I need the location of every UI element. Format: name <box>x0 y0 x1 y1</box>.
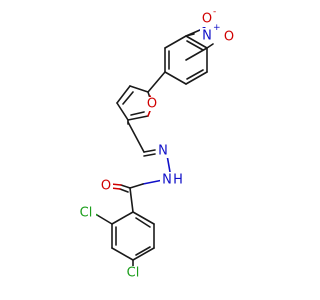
atom-chlorine-para: Cl <box>127 266 140 281</box>
atom-nitro-oxygen-right: O <box>224 30 234 45</box>
bond <box>185 71 208 85</box>
bond <box>122 91 134 105</box>
atom-hydrazone-nitrogen: N <box>158 144 168 159</box>
atom-nitro-oxygen-top-charge: - <box>213 7 216 17</box>
bond <box>127 121 145 153</box>
bond <box>111 211 134 225</box>
bond <box>116 85 131 104</box>
molecule-structure: N + O - O O N N H O Cl Cl <box>76 7 236 281</box>
bond <box>127 115 149 121</box>
bond <box>111 247 134 261</box>
bond <box>96 214 113 225</box>
atom-furan-oxygen: O <box>147 97 157 112</box>
atom-nitro-nitrogen: N <box>202 29 212 44</box>
bond <box>185 35 208 49</box>
bond <box>132 211 155 225</box>
atom-nitro-oxygen-top: O <box>202 12 212 27</box>
atom-amide-hydrogen: H <box>173 173 183 188</box>
atom-amide-nitrogen: N <box>162 173 172 188</box>
molecule-canvas: N + O - O O N N H O Cl Cl <box>76 7 236 281</box>
bond <box>185 29 201 37</box>
bond <box>143 149 156 153</box>
bond <box>142 179 164 185</box>
bond <box>206 43 214 49</box>
atom-carbonyl-oxygen: O <box>101 179 111 194</box>
bond <box>164 35 187 49</box>
bond <box>130 111 145 116</box>
bond <box>135 246 151 256</box>
bond <box>164 71 187 85</box>
bond <box>129 187 134 213</box>
atom-nitro-nitrogen-charge: + <box>213 23 221 33</box>
atom-chlorine-ortho: Cl <box>80 206 93 221</box>
bond <box>129 183 144 189</box>
bond <box>143 153 156 157</box>
bond <box>186 69 204 80</box>
bond <box>186 40 204 51</box>
bond <box>119 188 129 193</box>
bonds <box>92 26 214 271</box>
bond <box>120 184 131 189</box>
bond <box>185 47 208 61</box>
bond <box>129 85 149 93</box>
bond <box>135 217 151 228</box>
bond <box>132 247 155 261</box>
bond <box>116 102 129 121</box>
bond <box>147 71 166 93</box>
atom-labels: N + O - O O N N H O Cl Cl <box>76 7 236 281</box>
